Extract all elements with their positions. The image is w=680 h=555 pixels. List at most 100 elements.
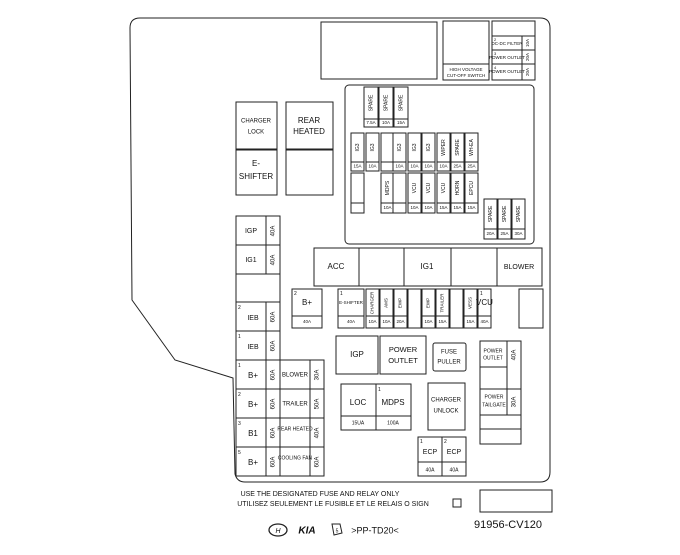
fuse-ecp-2-num: 2	[444, 439, 447, 445]
relay-acc-label: ACC	[328, 262, 345, 271]
mini-fuse-name: VCU	[441, 182, 447, 193]
mini-fuse-amp: 10A	[410, 205, 418, 210]
right-col-fuse-name: BLOWER	[282, 373, 309, 379]
mini-fuse-amp: 30A	[514, 231, 522, 236]
midi-fuse-name: EWP	[426, 298, 431, 308]
mini-fuse-name: EPCU	[469, 181, 475, 195]
midi-fuse-name: VCU	[476, 298, 493, 307]
mini-fuse-amp: 10A	[382, 120, 390, 125]
outlet-fuse-num: 3	[494, 51, 497, 56]
fuse-ecp-1-name: ECP	[423, 449, 438, 456]
relay-charger-lock: CHARGER LOCK	[235, 101, 278, 150]
hv-cutoff-switch: HIGH VOLTAGE CUT-OFF SWITCH	[442, 20, 490, 81]
mini-fuses: SPARE7.5ASPARE10ASPARE15AIG315AIG310AIG3…	[350, 86, 526, 240]
relay-ig1: IG1	[403, 247, 452, 287]
bplus-fuse-amp: 60A	[271, 399, 277, 410]
outlet-fuse-name: POWER OUTLET	[489, 55, 525, 60]
midi-fuse-amp: 40A	[347, 319, 355, 324]
material-code: >PP-TD20<	[351, 525, 399, 535]
top-blank-panel	[320, 21, 438, 80]
notice-french: UTILISEZ SEULEMENT LE FUSIBLE ET LE RELA…	[237, 501, 429, 508]
relay-power-outlet-label-2: OUTLET	[388, 356, 418, 365]
mini-fuse-name: IG3	[412, 143, 418, 151]
outlet-fuse-amp: 20A	[525, 68, 530, 76]
relay-charger-lock-label-2: LOCK	[248, 130, 264, 136]
fuse-mdps-num: 1	[378, 387, 381, 393]
relay-charger-unlock: CHARGER UNLOCK	[427, 382, 466, 431]
mini-fuse-name: VCU	[426, 182, 432, 193]
relay-rear-heated: REAR HEATED	[285, 101, 334, 150]
mini-fuse-amp: 25A	[453, 164, 461, 169]
fuse-igp-left-amp: 40A	[271, 226, 277, 237]
outlet-fuse-block: 2 DC-DC FILTER 10A 3 POWER OUTLET 20A 4 …	[489, 20, 536, 81]
relay-power-outlet-label-1: POWER	[389, 345, 418, 354]
fuse-ieb-2-name: IEB	[247, 315, 259, 322]
midi-fuse-row: 2B+40A1E-SHIFTER40ACHARGER10AAMS10AEWP20…	[291, 288, 544, 329]
relay-blank-upper	[285, 149, 334, 196]
midi-fuse-name: EWP	[398, 298, 403, 308]
bplus-fuse-amp: 60A	[271, 370, 277, 381]
fuse-mdps-amp: 100A	[387, 420, 399, 426]
hyundai-logo-letter: H	[275, 528, 281, 535]
mini-fuse-amp: 10A	[395, 164, 403, 169]
outlet-fuse-name: POWER OUTLET	[489, 69, 525, 74]
relay-charger-unlock-label-2: UNLOCK	[433, 409, 458, 415]
fuse-mdps-name: MDPS	[381, 398, 404, 407]
relay-charger-unlock-label-1: CHARGER	[431, 398, 462, 404]
mini-fuse-amp: 15A	[439, 205, 447, 210]
midi-fuse-blank	[518, 288, 544, 329]
mini-fuse-name: IG3	[426, 143, 432, 151]
relay-igp-center: IGP	[335, 335, 379, 375]
midi-fuse-amp: 10A	[424, 319, 432, 324]
fuse-ecp-2: 2 ECP 40A	[441, 436, 467, 477]
bplus-fuse-name: B+	[248, 400, 258, 409]
fuse-ecp-1-amp: 40A	[426, 467, 436, 473]
relay-blower-label: BLOWER	[504, 264, 534, 271]
part-number: 91956-CV120	[474, 519, 542, 531]
mini-fuse-amp: 10A	[424, 205, 432, 210]
midi-fuse-name: TRAILER	[440, 293, 445, 313]
relay-acc: ACC	[313, 247, 360, 287]
outlet-fuse-amp: 20A	[525, 53, 530, 61]
fuse-ecp-1: 1 ECP 40A	[417, 436, 443, 477]
midi-fuse-num: 2	[294, 291, 297, 297]
right-power-tailgate-label-2: TAILGATE	[482, 402, 506, 408]
fuse-mdps-large: 1 MDPS 100A	[375, 383, 412, 431]
right-col-fuse-amp: 60A	[315, 457, 321, 468]
relay-blank-1	[358, 247, 405, 287]
bplus-fuse-num: 1	[238, 363, 241, 369]
mini-fuse: VCU 10A	[421, 172, 436, 214]
midi-fuse-name: VESS	[468, 297, 473, 309]
right-col-fuse-amp: 30A	[315, 370, 321, 381]
mini-fuse-name: SPARE	[516, 205, 522, 222]
hv-cutoff-label-2: CUT-OFF SWITCH	[447, 73, 486, 78]
mini-fuse-amp: 10A	[424, 164, 432, 169]
bplus-fuse-amp: 60A	[271, 457, 277, 468]
mini-fuse: VCU 15A	[436, 172, 451, 214]
bplus-fuse: 2B+60A	[235, 388, 281, 419]
fuse-puller-label-2: PULLER	[437, 360, 461, 366]
fuse-loc: LOC 15UA	[340, 383, 377, 431]
fuse-loc-name: LOC	[350, 398, 367, 407]
outlet-fuse-name: DC-DC FILTER	[492, 41, 524, 46]
midi-fuse-amp: 10A	[382, 319, 390, 324]
fuse-ieb-1-amp: 60A	[271, 341, 277, 352]
midi-fuse: 2B+40A	[291, 288, 323, 329]
hv-cutoff-label-1: HIGH VOLTAGE	[449, 67, 482, 72]
